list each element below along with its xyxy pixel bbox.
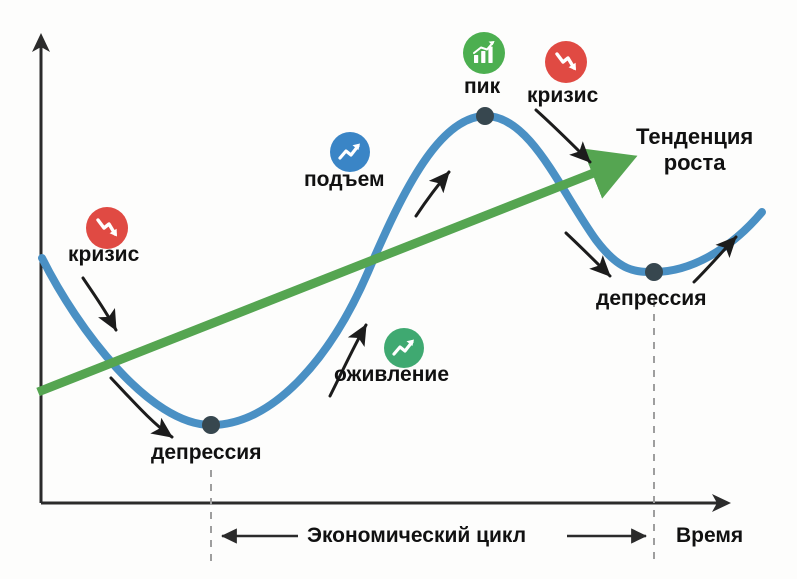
arrow-crisis-right (534, 108, 592, 164)
label-crisis-left: кризис (68, 243, 140, 266)
crisis-right-badge (545, 41, 587, 83)
cycle-boundary-guides (210, 300, 655, 566)
trend-up-icon (338, 143, 360, 160)
arrow-depression-right (564, 231, 612, 278)
recovery-badge (384, 328, 424, 368)
phase-pointer-arrows (81, 108, 738, 439)
arrow-crisis-left (81, 276, 118, 332)
peak-badge (463, 32, 505, 74)
label-depression-left: депрессия (151, 441, 262, 464)
arrow-recovery-right (692, 235, 738, 284)
label-crisis-right: кризис (527, 84, 599, 107)
marker-depression-left (202, 416, 220, 434)
bar-chart-up-icon (473, 41, 495, 63)
label-growth-trend: Тенденция роста (636, 124, 753, 176)
marker-peak (476, 107, 494, 125)
label-growth-trend-line2: роста (663, 149, 726, 175)
horizontal-axis (41, 494, 731, 512)
trend-up-icon (392, 339, 414, 356)
label-peak: пик (464, 75, 501, 98)
label-economic-cycle: Экономический цикл (307, 524, 527, 547)
growth-trend-arrow (36, 148, 638, 397)
boom-badge (330, 132, 370, 172)
crisis-left-badge (86, 207, 128, 249)
label-depression-right: депрессия (596, 287, 707, 310)
trend-down-icon (96, 218, 117, 237)
label-growth-trend-line1: Тенденция (636, 124, 754, 149)
arrow-recovery (328, 323, 368, 398)
label-time-axis: Время (676, 524, 744, 547)
label-recovery: оживление (334, 363, 449, 386)
cycle-point-markers (202, 107, 663, 434)
arrow-boom (414, 170, 451, 218)
trend-down-icon (555, 52, 576, 71)
arrow-depression-left (109, 376, 174, 439)
label-boom: подъем (304, 168, 385, 191)
marker-depression-right (645, 263, 663, 281)
vertical-axis (32, 33, 50, 503)
